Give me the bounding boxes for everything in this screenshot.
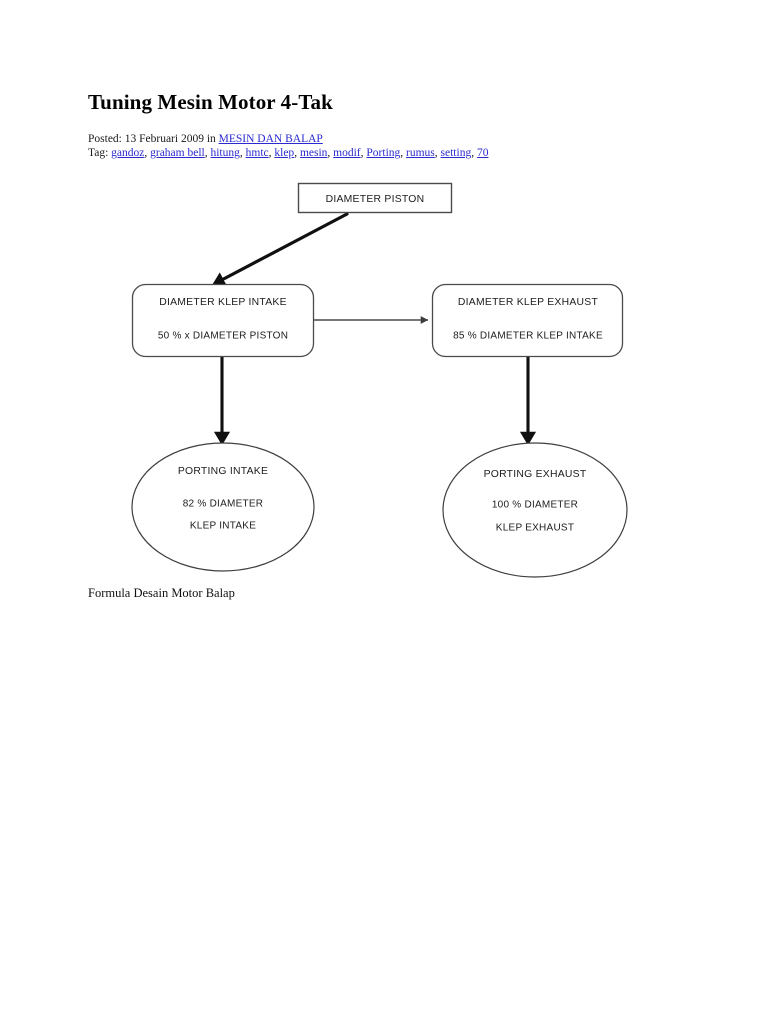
figure-caption: Formula Desain Motor Balap [88, 586, 235, 600]
tag-sep: , [268, 147, 275, 159]
tag-prefix: Tag: [88, 147, 112, 159]
node-diameter-klep-intake-formula: 50 % x DIAMETER PISTON [158, 331, 288, 342]
tag-sep: , [144, 147, 151, 159]
node-diameter-klep-exhaust[interactable]: DIAMETER KLEP EXHAUST 85 % DIAMETER KLEP… [431, 283, 624, 358]
tag-link-klep[interactable]: klep [274, 147, 295, 159]
node-porting-exhaust[interactable]: PORTING EXHAUST 100 % DIAMETER KLEP EXHA… [442, 442, 628, 578]
tag-link-rumus[interactable]: rumus [406, 147, 435, 159]
category-link[interactable]: MESIN DAN BALAP [218, 133, 323, 145]
tag-sep: , [327, 147, 334, 159]
node-porting-exhaust-formula-line2: KLEP EXHAUST [496, 523, 574, 534]
posted-prefix: Posted: 13 Februari 2009 in [88, 133, 219, 145]
node-porting-exhaust-shape [442, 442, 628, 578]
node-diameter-piston[interactable]: DIAMETER PISTON [297, 182, 453, 214]
tag-link-gandoz[interactable]: gandoz [111, 147, 145, 159]
tag-sep: , [239, 147, 246, 159]
tag-link-porting[interactable]: Porting [366, 147, 401, 159]
node-porting-intake-shape [131, 442, 315, 572]
tag-link-modif[interactable]: modif [333, 147, 361, 159]
node-porting-intake-formula-line2: KLEP INTAKE [190, 521, 256, 532]
node-diameter-klep-intake[interactable]: DIAMETER KLEP INTAKE 50 % x DIAMETER PIS… [131, 283, 315, 358]
node-diameter-klep-exhaust-title: DIAMETER KLEP EXHAUST [458, 297, 599, 308]
tag-link-hitung[interactable]: hitung [210, 147, 240, 159]
node-porting-exhaust-formula-line1: 100 % DIAMETER [492, 500, 578, 511]
node-porting-intake[interactable]: PORTING INTAKE 82 % DIAMETER KLEP INTAKE [131, 442, 315, 572]
node-porting-intake-title: PORTING INTAKE [178, 466, 268, 477]
flowchart-diagram: DIAMETER PISTON DIAMETER KLEP INTAKE 50 … [131, 182, 628, 578]
node-diameter-piston-label: DIAMETER PISTON [326, 194, 425, 205]
tag-sep: , [204, 147, 211, 159]
node-diameter-klep-intake-shape [131, 283, 315, 358]
edge-piston-to-klep-intake [212, 212, 349, 286]
node-porting-intake-formula-line1: 82 % DIAMETER [183, 499, 264, 510]
node-diameter-klep-exhaust-shape [431, 283, 624, 358]
tag-link-graham-bell[interactable]: graham bell [150, 147, 205, 159]
tag-line: Tag: gandoz, graham bell, hitung, hmtc, … [88, 146, 518, 160]
tag-link-70[interactable]: 70 [476, 147, 489, 159]
tag-link-setting[interactable]: setting [440, 147, 472, 159]
tag-link-hmtc[interactable]: hmtc [245, 147, 269, 159]
tag-sep: , [294, 147, 300, 159]
node-porting-exhaust-title: PORTING EXHAUST [484, 469, 587, 480]
post-meta: Posted: 13 Februari 2009 in MESIN DAN BA… [88, 132, 518, 160]
tag-sep: , [434, 147, 441, 159]
tag-sep: , [400, 147, 407, 159]
node-diameter-klep-exhaust-formula: 85 % DIAMETER KLEP INTAKE [453, 331, 603, 342]
tag-sep: , [360, 147, 367, 159]
tag-link-mesin[interactable]: mesin [299, 147, 328, 159]
posted-line: Posted: 13 Februari 2009 in MESIN DAN BA… [88, 132, 518, 146]
node-diameter-piston-shape [297, 182, 453, 214]
node-diameter-klep-intake-title: DIAMETER KLEP INTAKE [159, 297, 287, 308]
tag-sep: , [471, 147, 477, 159]
page-title: Tuning Mesin Motor 4-Tak [88, 90, 333, 114]
